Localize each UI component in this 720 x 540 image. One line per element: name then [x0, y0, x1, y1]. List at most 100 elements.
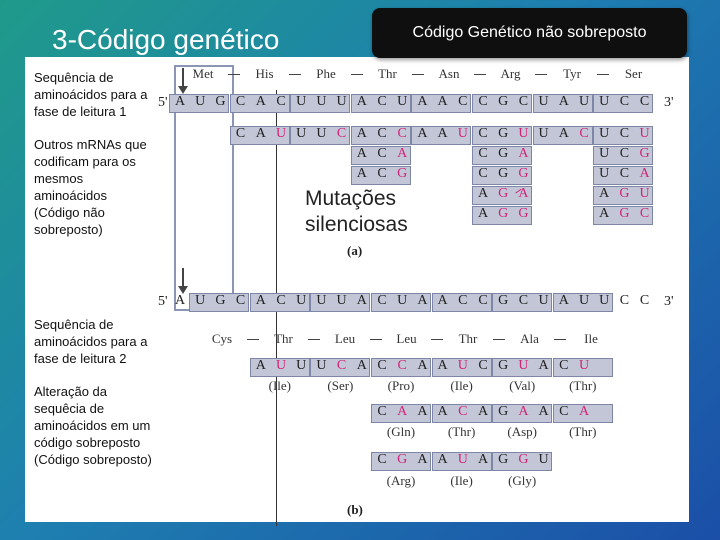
amino-acid-label: Ser — [624, 66, 643, 81]
changed-base: C — [397, 358, 407, 373]
mrna-base: U — [316, 94, 327, 109]
changed-base: A — [356, 358, 367, 373]
peptide-bond — [350, 74, 363, 75]
mrna-base: C — [276, 94, 286, 109]
changed-base: G — [518, 452, 529, 467]
changed-base: A — [417, 358, 428, 373]
alt-base: U — [275, 126, 287, 141]
alt-base: C — [235, 126, 246, 141]
changed-amino-acid: (Gln) — [386, 424, 416, 439]
label-line: sequêcia de — [34, 401, 105, 416]
mrna-base: U — [195, 293, 206, 308]
label-line: fase de leitura 1 — [34, 104, 127, 119]
codon-box — [229, 94, 290, 113]
changed-base: G — [397, 452, 408, 467]
mrna-base: G — [215, 293, 226, 308]
changed-codon-box — [552, 358, 613, 377]
changed-base: U — [296, 358, 307, 373]
changed-base: U — [538, 452, 549, 467]
alt-base: G — [639, 146, 650, 161]
mrna-base: U — [195, 94, 206, 109]
mrna-base: U — [336, 293, 347, 308]
label-line: mesmos — [34, 171, 84, 186]
changed-base: A — [538, 404, 549, 419]
three-prime-label: 3' — [664, 294, 674, 309]
alt-base: U — [639, 126, 650, 141]
changed-amino-acid: (Ile) — [450, 473, 473, 488]
alt-base: A — [477, 186, 489, 201]
alt-base: U — [599, 146, 610, 161]
label-line: código sobreposto — [34, 435, 141, 450]
changed-base: A — [437, 452, 448, 467]
changed-codon-box — [249, 358, 310, 377]
changed-base: A — [477, 452, 489, 467]
changed-amino-acid: (Asp) — [507, 424, 537, 439]
changed-base: A — [397, 404, 408, 419]
changed-base: A — [417, 452, 428, 467]
mrna-base: C — [276, 293, 286, 308]
amino-acid-label: Phe — [316, 66, 336, 81]
alt-base: A — [599, 206, 610, 221]
alt-base: C — [619, 166, 630, 181]
alt-base: G — [498, 166, 509, 181]
changed-base: C — [377, 358, 387, 373]
alt-base: C — [478, 146, 488, 161]
changed-base: G — [498, 452, 509, 467]
mrna-base: U — [316, 293, 327, 308]
changed-base: U — [275, 358, 287, 373]
mrna-base: U — [578, 293, 590, 308]
alt-base: U — [457, 126, 468, 141]
mrna-base: C — [639, 94, 650, 109]
changed-base: C — [559, 404, 569, 419]
mrna-base: C — [619, 293, 630, 308]
alt-base: U — [599, 126, 610, 141]
peptide-bond — [289, 74, 302, 75]
alt-base: A — [558, 126, 569, 141]
alt-codon-box — [593, 126, 654, 145]
alt-codon-box — [411, 126, 472, 145]
changed-amino-acid: (Ile) — [450, 378, 473, 393]
peptide-bond — [412, 74, 425, 75]
label-line: Alteração da — [34, 384, 107, 399]
changed-base: U — [316, 358, 327, 373]
changed-amino-acid: (Val) — [509, 378, 536, 393]
label-line: Sequência de — [34, 317, 114, 332]
codon-box — [371, 293, 431, 312]
changed-base: C — [559, 358, 569, 373]
mrna-base: C — [619, 94, 630, 109]
mrna-base: G — [498, 293, 509, 308]
label-overlapping-change: Alteração da sequêcia de aminoácidos em … — [34, 383, 152, 468]
peptide-bond — [431, 339, 444, 340]
alt-base: C — [619, 146, 630, 161]
alt-base: U — [538, 126, 549, 141]
alt-base: G — [518, 206, 529, 221]
changed-base: G — [498, 358, 509, 373]
caption-b: (b) — [347, 502, 363, 517]
label-line: Sequência de — [34, 70, 114, 85]
changed-base: A — [437, 358, 448, 373]
changed-base: U — [518, 358, 529, 373]
alt-base: C — [377, 166, 387, 181]
changed-base: C — [478, 358, 488, 373]
mrna-base: C — [235, 94, 246, 109]
alt-base: A — [255, 126, 266, 141]
mrna-base: A — [417, 293, 428, 308]
mrna-base: G — [498, 94, 509, 109]
mrna-base: U — [599, 94, 610, 109]
amino-acid-label: Tyr — [563, 66, 581, 81]
label-line: aminoácidos para a — [34, 334, 148, 349]
alt-codon-box — [472, 146, 532, 165]
mrna-base: C — [377, 94, 387, 109]
label-line: fase de leitura 2 — [34, 351, 127, 366]
mrna-base: U — [578, 94, 590, 109]
alt-base: G — [619, 206, 630, 221]
alt-base: U — [296, 126, 307, 141]
alt-base: A — [639, 166, 650, 181]
changed-codon-box — [431, 404, 492, 423]
changed-amino-acid: (Ile) — [268, 378, 291, 393]
mrna-base: A — [356, 94, 367, 109]
mrna-base: U — [296, 94, 307, 109]
changed-base: C — [458, 404, 468, 419]
mrna-base: C — [377, 293, 387, 308]
peptide-bond — [227, 74, 240, 75]
